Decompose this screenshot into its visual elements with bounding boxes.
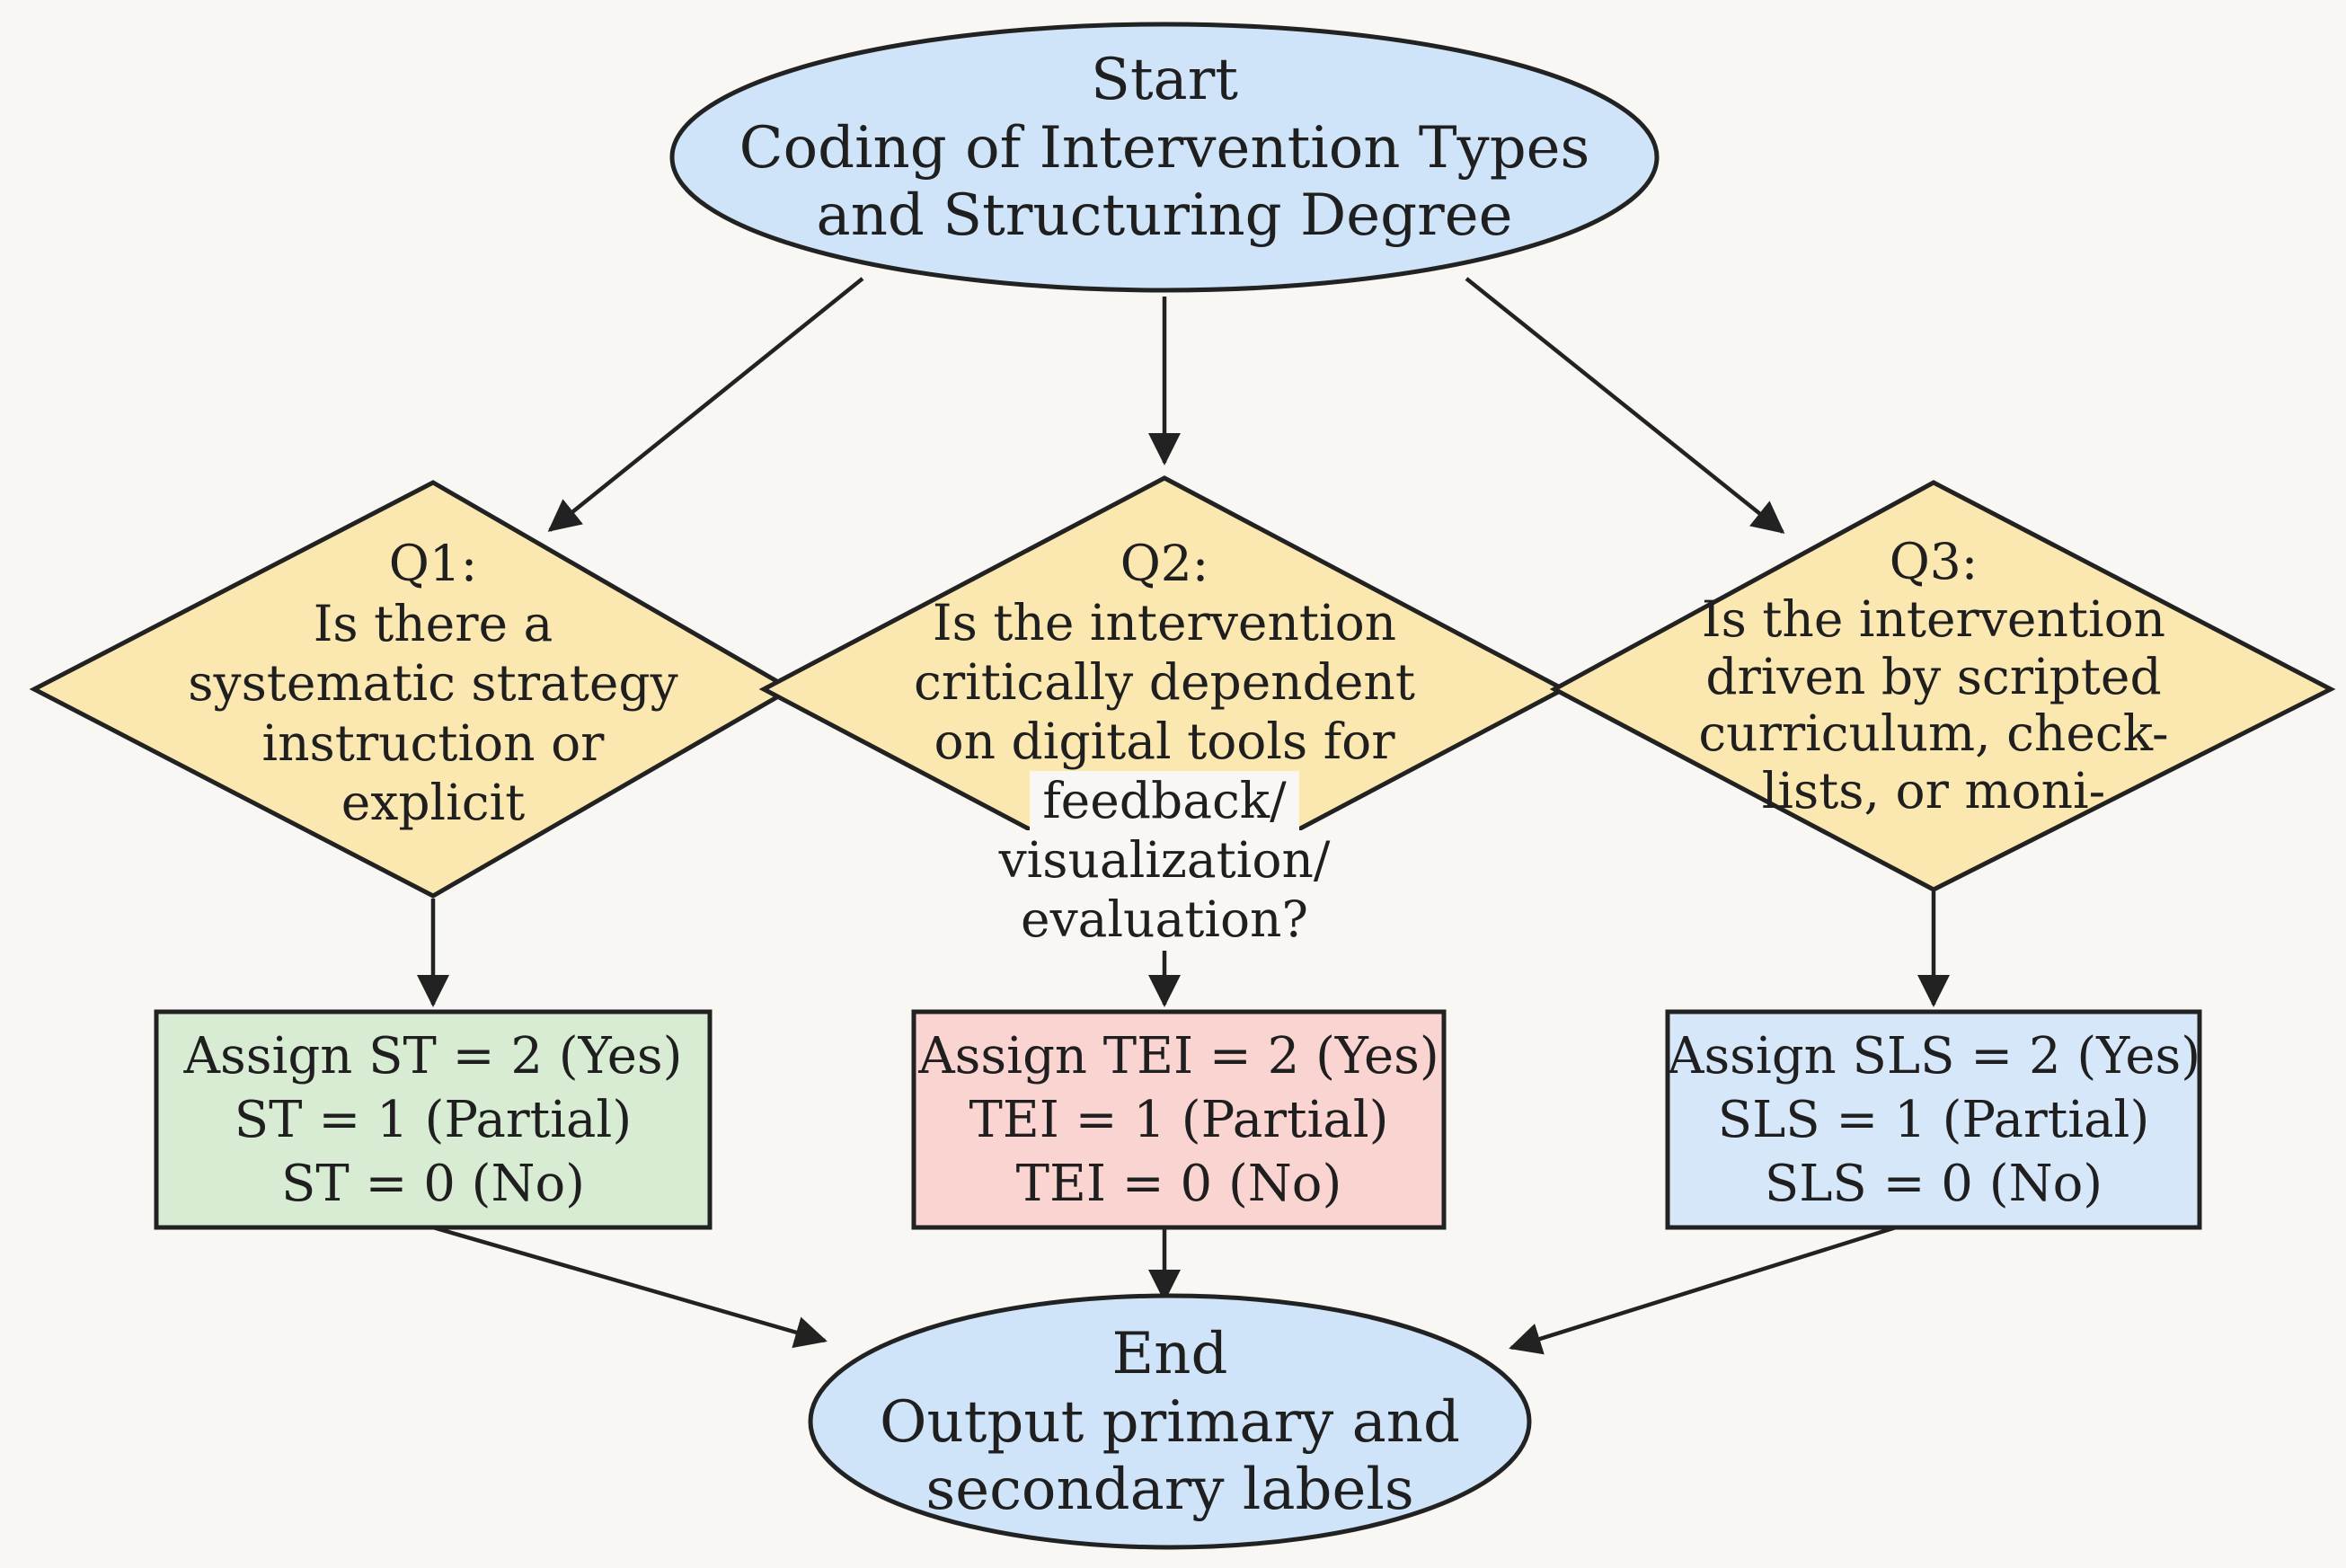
q2-line-2: Is the intervention bbox=[932, 594, 1397, 651]
q1-line-1: Q1: bbox=[388, 535, 478, 592]
start-line-2: Coding of Intervention Types bbox=[739, 114, 1590, 182]
box-tei bbox=[911, 1009, 1447, 1230]
q1-line-3: systematic strategy bbox=[188, 654, 678, 713]
box-sls-line-3: SLS = 0 (No) bbox=[1764, 1155, 2103, 1214]
box-sls-text: Assign SLS = 2 (Yes) SLS = 1 (Partial) S… bbox=[1668, 1024, 2200, 1216]
box-st-line-2: ST = 1 (Partial) bbox=[234, 1091, 633, 1150]
q3-line-1: Q3: bbox=[1889, 533, 1979, 590]
start-text: Start Coding of Intervention Types and S… bbox=[715, 47, 1614, 251]
box-tei-line-2: TEI = 1 (Partial) bbox=[969, 1091, 1389, 1150]
box-sls bbox=[1665, 1009, 2202, 1230]
q2-line-5: feedback/ bbox=[1030, 771, 1299, 830]
q3-diamond bbox=[1549, 480, 2336, 892]
q2-line-1: Q2: bbox=[1120, 535, 1209, 592]
box-tei-line-1: Assign TEI = 2 (Yes) bbox=[918, 1027, 1439, 1085]
box-tei-line-3: TEI = 0 (No) bbox=[1015, 1155, 1342, 1214]
q3-line-4: curriculum, check- bbox=[1698, 704, 2169, 763]
end-line-2: Output primary and bbox=[880, 1388, 1460, 1456]
start-ellipse bbox=[669, 22, 1660, 293]
q3-line-2: Is the intervention bbox=[1701, 589, 2166, 648]
q3-text: Q3: Is the intervention driven by script… bbox=[1619, 533, 2248, 820]
q2-line-7: evaluation? bbox=[850, 890, 1479, 949]
end-line-1: End bbox=[1111, 1321, 1228, 1387]
q2-text: Q2: Is the intervention critically depen… bbox=[850, 534, 1479, 949]
q2-line-3: critically dependent bbox=[914, 653, 1415, 711]
arrow-start-to-q1 bbox=[547, 277, 864, 532]
q3-line-5: lists, or moni- bbox=[1761, 762, 2106, 820]
start-line-3: and Structuring Degree bbox=[816, 182, 1513, 250]
arrow-sls-to-end bbox=[1509, 1225, 1897, 1355]
arrow-start-to-q3 bbox=[1465, 277, 1785, 534]
box-tei-text: Assign TEI = 2 (Yes) TEI = 1 (Partial) T… bbox=[914, 1024, 1444, 1216]
q3-line-3: driven by scripted bbox=[1705, 647, 2162, 705]
q1-line-5: explicit bbox=[341, 774, 526, 832]
box-st-text: Assign ST = 2 (Yes) ST = 1 (Partial) ST … bbox=[156, 1024, 710, 1216]
arrow-st-to-end bbox=[432, 1225, 828, 1349]
box-st bbox=[154, 1009, 713, 1230]
end-ellipse bbox=[808, 1293, 1532, 1550]
q1-text: Q1: Is there a systematic strategy instr… bbox=[119, 534, 748, 833]
box-sls-line-1: Assign SLS = 2 (Yes) bbox=[1668, 1027, 2201, 1085]
q1-diamond bbox=[29, 480, 795, 899]
q1-line-4: instruction or bbox=[261, 713, 605, 772]
q2-line-4: on digital tools for bbox=[934, 713, 1395, 770]
start-line-1: Start bbox=[1090, 47, 1239, 113]
box-sls-line-2: SLS = 1 (Partial) bbox=[1717, 1091, 2150, 1150]
box-st-line-3: ST = 0 (No) bbox=[280, 1155, 586, 1214]
q2-line-6: visualization/ bbox=[850, 830, 1479, 890]
q1-line-2: Is there a bbox=[313, 594, 553, 652]
end-line-3: secondary labels bbox=[925, 1457, 1414, 1524]
end-text: End Output primary and secondary labels bbox=[855, 1321, 1484, 1525]
box-st-line-1: Assign ST = 2 (Yes) bbox=[183, 1027, 683, 1085]
